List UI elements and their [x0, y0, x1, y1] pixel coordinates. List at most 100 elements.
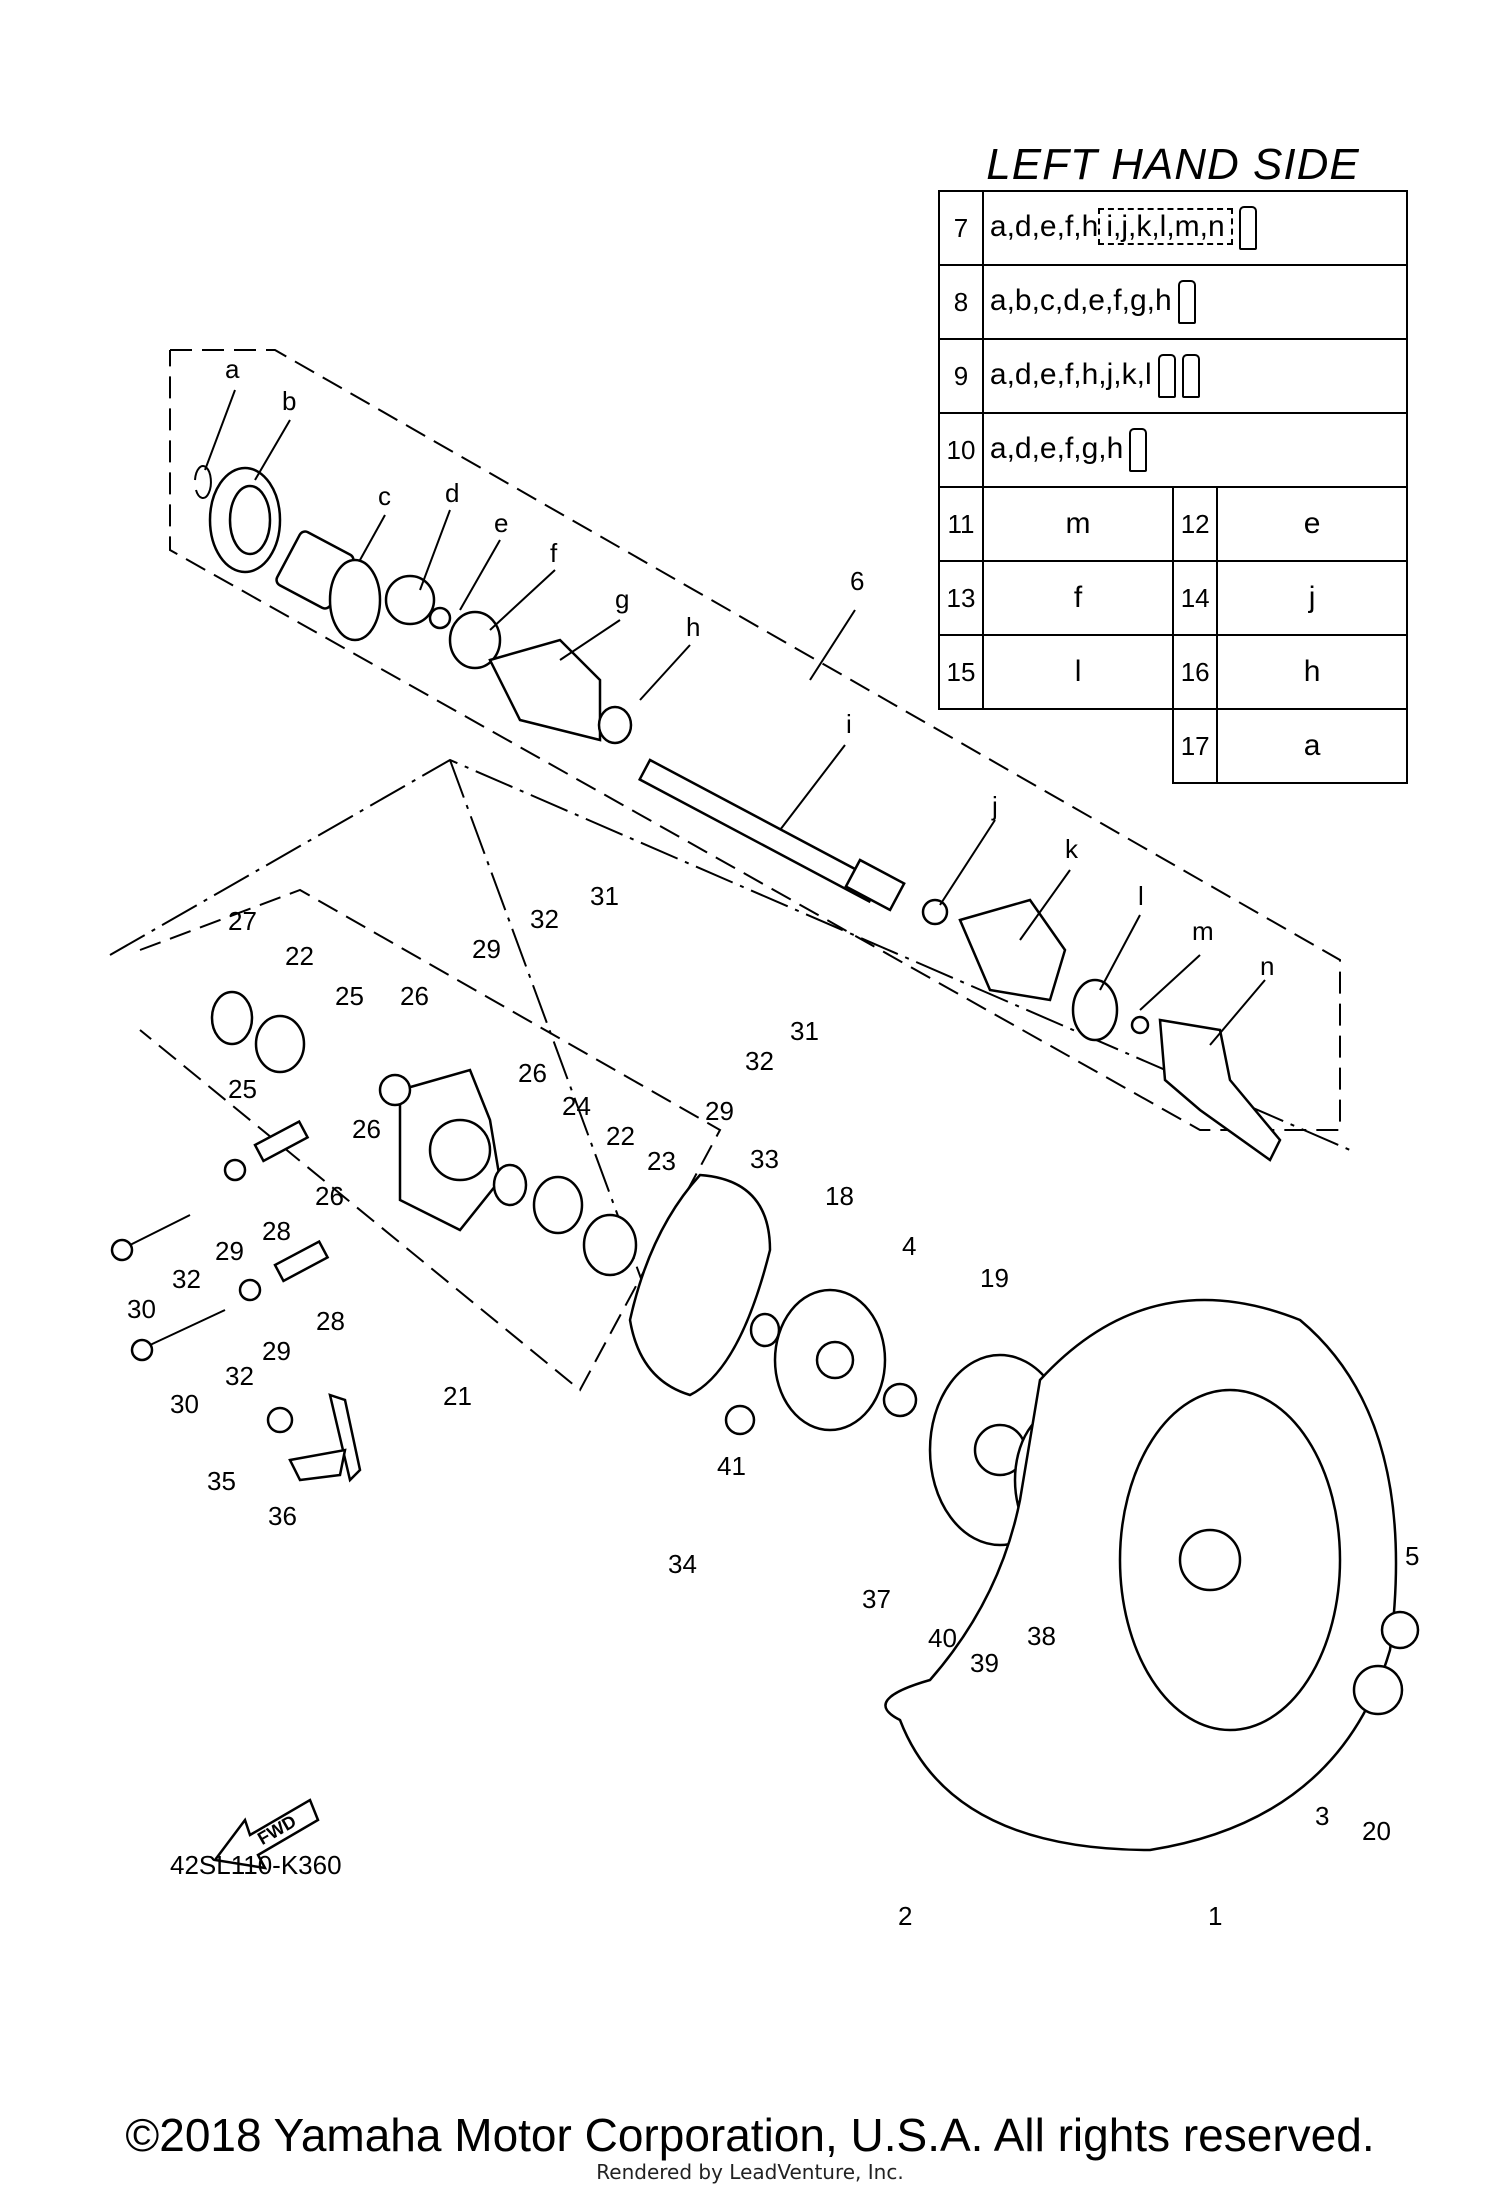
callout-40: 40: [928, 1623, 957, 1653]
legend-num: 17: [1172, 708, 1219, 784]
callout-22b: 22: [606, 1121, 635, 1151]
brake-disc: [628, 1173, 772, 1397]
callout-34: 34: [668, 1549, 697, 1579]
callout-32c: 32: [172, 1264, 201, 1294]
callout-36: 36: [268, 1501, 297, 1531]
legend-num: 10: [938, 412, 984, 488]
legend-row-9: 9 a,d,e,f,h,j,k,l: [938, 338, 1409, 414]
callout-a: a: [225, 354, 240, 384]
diagram-code: 42SL110-K360: [170, 1850, 342, 1880]
legend-num: 9: [938, 338, 984, 414]
fwd-arrow-icon: FWD: [212, 1798, 320, 1870]
legend-value: a,d,e,f,g,h: [981, 412, 1409, 488]
callout-n: n: [1260, 951, 1274, 981]
callout-29b: 29: [705, 1096, 734, 1126]
callout-21: 21: [443, 1381, 472, 1411]
callout-b: b: [282, 386, 296, 416]
callout-41: 41: [717, 1451, 746, 1481]
callout-29d: 29: [262, 1336, 291, 1366]
nut-19: [882, 1382, 918, 1418]
callout-19: 19: [980, 1263, 1009, 1293]
callout-c: c: [378, 481, 391, 511]
cv-boot-outer: [921, 898, 1282, 1162]
legend-value: h: [1216, 634, 1408, 710]
callout-20: 20: [1362, 1816, 1391, 1846]
cv-joint-outer: [194, 465, 502, 670]
callout-j: j: [991, 791, 998, 821]
callout-26d: 26: [315, 1181, 344, 1211]
callout-32a: 32: [530, 904, 559, 934]
callout-26c: 26: [352, 1114, 381, 1144]
callout-37: 37: [862, 1584, 891, 1614]
callout-33: 33: [750, 1144, 779, 1174]
callout-26a: 26: [400, 981, 429, 1011]
legend-value: a,b,c,d,e,f,g,h: [981, 264, 1409, 340]
lug-nut: [1380, 1610, 1420, 1650]
legend-value: m: [981, 486, 1175, 562]
legend-row-11-12: 11 m 12 e: [938, 486, 1408, 562]
nut-41: [724, 1404, 756, 1436]
callout-g: g: [615, 584, 629, 614]
legend-num: 14: [1172, 560, 1219, 636]
callout-32d: 32: [225, 1361, 254, 1391]
callout-6: 6: [850, 566, 864, 596]
drive-shaft-assembly-outline: [169, 349, 1341, 1131]
callout-m: m: [1192, 916, 1214, 946]
callout-38: 38: [1027, 1621, 1056, 1651]
bearing-right: [532, 1175, 584, 1235]
dashed-group: i,j,k,l,m,n: [1098, 207, 1233, 245]
legend-value: a,d,e,f,h,j,k,l: [981, 338, 1409, 414]
legend-row-13-14: 13 f 14 j: [938, 560, 1408, 636]
grease-tube-icon: [1181, 354, 1200, 398]
callout-30b: 30: [170, 1389, 199, 1419]
callout-26b: 26: [518, 1058, 547, 1088]
rendered-by-note: Rendered by LeadVenture, Inc.: [596, 2160, 904, 2184]
callout-25a: 25: [335, 981, 364, 1011]
legend-title: LEFT HAND SIDE: [986, 140, 1360, 189]
knuckle: [378, 1068, 502, 1232]
legend-num: 7: [938, 190, 984, 266]
callout-30a: 30: [127, 1294, 156, 1324]
bolts: [110, 1214, 226, 1362]
cv-boot-inner: [488, 638, 633, 745]
callout-31a: 31: [590, 881, 619, 911]
hub: [773, 1288, 887, 1432]
legend-row-15-16: 15 l 16 h: [938, 634, 1408, 710]
callout-f: f: [550, 538, 558, 568]
callout-31b: 31: [790, 1016, 819, 1046]
guard-bracket: [266, 1393, 362, 1483]
legend-num: 12: [1172, 486, 1219, 562]
callout-29a: 29: [472, 934, 501, 964]
callout-25b: 25: [228, 1074, 257, 1104]
callout-3: 3: [1315, 1801, 1329, 1831]
copyright-footer: ©2018 Yamaha Motor Corporation, U.S.A. A…: [125, 2109, 1375, 2161]
oil-seal-2: [582, 1213, 638, 1277]
callout-35: 35: [207, 1466, 236, 1496]
callout-k: k: [1065, 834, 1079, 864]
bushings: [223, 1119, 330, 1302]
legend-num: 11: [938, 486, 984, 562]
grease-tube-icon: [1177, 280, 1196, 324]
callout-h: h: [686, 612, 700, 642]
wheel-tire: [884, 1298, 1398, 1852]
legend-row-8: 8 a,b,c,d,e,f,g,h: [938, 264, 1409, 340]
callout-24: 24: [562, 1091, 591, 1121]
grease-tube-icon: [1238, 206, 1257, 250]
legend-num: 15: [938, 634, 984, 710]
callout-4: 4: [902, 1231, 916, 1261]
drive-shaft: [637, 758, 906, 912]
callout-28b: 28: [316, 1306, 345, 1336]
callout-1: 1: [1208, 1901, 1222, 1931]
o-ring: [749, 1312, 781, 1348]
callout-22a: 22: [285, 941, 314, 971]
legend-row-17: 17 a: [939, 708, 1408, 784]
legend-num: 8: [938, 264, 984, 340]
leader-lines: [204, 389, 1266, 1046]
legend-row-10: 10 a,d,e,f,g,h: [938, 412, 1409, 488]
callout-18: 18: [825, 1181, 854, 1211]
callout-27: 27: [228, 906, 257, 936]
